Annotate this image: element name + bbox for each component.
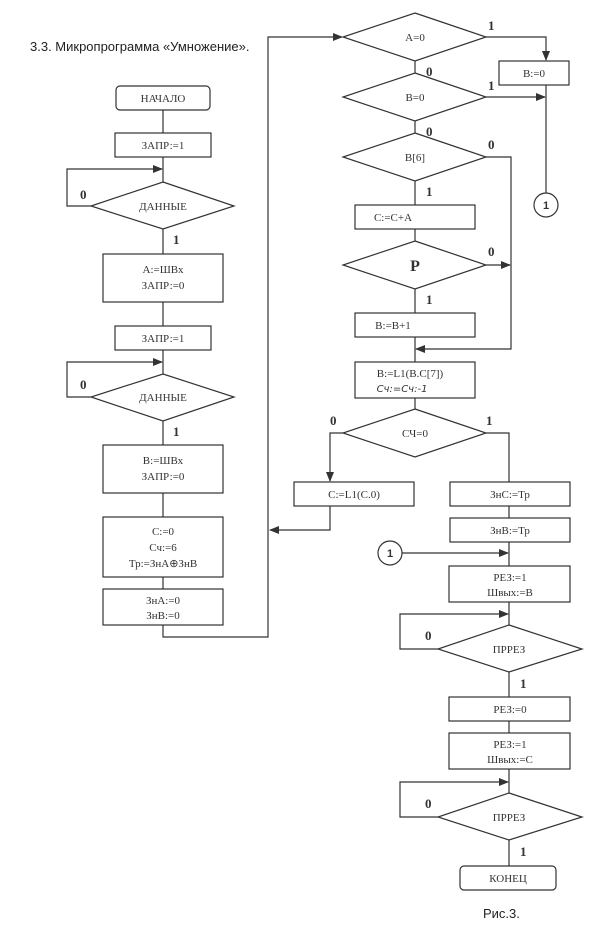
branch-label-yes: 1 [520,844,527,859]
node-data2: ДАННЫЕ [89,373,236,422]
node-clearSigns-line2: ЗнВ:=0 [146,610,180,622]
edge-checkA-yes [486,36,550,61]
node-data1-label: ДАННЫЕ [139,201,187,213]
branch-label-yes: 1 [173,232,180,247]
node-init-line1: С:=0 [152,526,175,538]
node-end-label: КОНЕЦ [489,873,527,885]
node-out2-line2: Швых:=С [487,754,533,766]
edge-checkB6-no [415,156,512,353]
node-out2-line1: РЕЗ:=1 [493,739,526,751]
branch-label-no: 0 [488,137,495,152]
branch-label-yes: 1 [488,78,495,93]
node-setB0: В:=0 [498,60,570,86]
node-checkCnt-label: СЧ=0 [402,428,428,440]
node-req1-label: ЗАПР:=1 [142,140,185,152]
node-req1: ЗАПР:=1 [114,132,212,158]
node-start: НАЧАЛО [115,85,211,111]
branch-label-yes: 1 [426,292,433,307]
node-shiftBC-line2: Сч:=Сч:-1 [377,384,428,395]
connector-label: 1 [543,200,549,212]
branch-label-yes: 1 [486,413,493,428]
node-data2-label: ДАННЫЕ [139,392,187,404]
node-checkB6: В[6] [341,132,488,182]
node-checkB-label: В=0 [405,92,425,104]
node-shiftC-label: С:=L1(С.0) [328,489,380,501]
node-req2-label: ЗАПР:=1 [142,333,185,345]
edge-checkCnt-no [326,432,343,482]
branch-label-yes: 1 [173,424,180,439]
node-shiftBC: В:=L1(В.С[7]) Сч:=Сч:-1 [354,361,476,399]
edge-loop-back [269,506,331,534]
branch-label-no: 0 [425,628,432,643]
node-clearSigns-line1: ЗнА:=0 [146,595,181,607]
node-loadA-line2: ЗАПР:=0 [142,280,185,292]
node-ack1-label: ПРРЕЗ [493,644,526,656]
node-out1-line2: Швых:=В [487,587,533,599]
node-signB: ЗнВ:=Тр [449,517,571,543]
node-setB0-label: В:=0 [523,68,546,80]
node-loadB: В:=ШВх ЗАПР:=0 [102,444,224,494]
connector-label: 1 [387,548,393,560]
node-checkA: А=0 [341,12,488,62]
node-out2: РЕЗ:=1 Швых:=С [448,732,571,770]
node-out1-line1: РЕЗ:=1 [493,572,526,584]
edge-loop-data1 [66,165,163,207]
branch-label-no: 0 [80,187,87,202]
node-addCA: С:=С+А [354,204,476,230]
branch-label-no: 0 [330,413,337,428]
node-res0: РЕЗ:=0 [448,696,571,722]
node-checkA-label: А=0 [405,32,425,44]
branch-label-no: 0 [426,64,433,79]
branch-label-no: 0 [426,124,433,139]
node-loadB-line1: В:=ШВх [143,455,184,467]
section-heading: 3.3. Микропрограмма «Умножение». [30,39,250,54]
edge-loop-data2 [66,358,163,398]
node-out1: РЕЗ:=1 Швых:=В [448,565,571,603]
node-incB-label: В:=В+1 [375,320,411,332]
node-checkB6-label: В[6] [405,152,425,164]
node-checkB: В=0 [341,72,488,122]
node-ack2-label: ПРРЕЗ [493,812,526,824]
branch-label-no: 0 [488,244,495,259]
node-init-line2: Сч:=6 [149,542,177,554]
connector-1-in: 1 [377,540,403,566]
node-loadA: А:=ШВх ЗАПР:=0 [102,253,224,303]
node-ack2: ПРРЕЗ [436,792,584,841]
node-checkP: Р [341,240,488,290]
node-init: С:=0 Сч:=6 Тр:=ЗнА⊕ЗнВ [102,516,224,578]
node-loadB-line2: ЗАПР:=0 [142,471,185,483]
node-data1: ДАННЫЕ [89,181,236,230]
node-start-label: НАЧАЛО [141,93,186,105]
node-ack1: ПРРЕЗ [436,624,584,673]
node-res0-label: РЕЗ:=0 [493,704,527,716]
edge-to-checkA [162,33,343,638]
node-shiftC: С:=L1(С.0) [293,481,415,507]
edge-checkCnt-yes [486,432,510,482]
node-req2: ЗАПР:=1 [114,325,212,351]
branch-label-no: 0 [425,796,432,811]
branch-label-yes: 1 [520,676,527,691]
node-incB: В:=В+1 [354,312,476,338]
node-addCA-label: С:=С+А [374,212,412,224]
node-checkP-label: Р [410,258,420,275]
node-checkCnt: СЧ=0 [341,408,488,458]
node-init-line3: Тр:=ЗнА⊕ЗнВ [129,558,197,570]
branch-label-yes: 1 [426,184,433,199]
node-signC-label: ЗнС:=Тр [490,489,530,501]
branch-label-yes: 1 [488,18,495,33]
node-signB-label: ЗнВ:=Тр [490,525,530,537]
node-loadA-line1: А:=ШВх [143,264,184,276]
node-clearSigns: ЗнА:=0 ЗнВ:=0 [102,588,224,626]
node-shiftBC-line1: В:=L1(В.С[7]) [377,368,444,380]
edge-loop-ack1 [399,610,509,650]
branch-label-no: 0 [80,377,87,392]
edge-loop-ack2 [399,778,509,818]
figure-caption: Рис.3. [483,906,520,921]
node-end: КОНЕЦ [459,865,557,891]
node-signC: ЗнС:=Тр [449,481,571,507]
connector-1-out: 1 [533,192,559,218]
